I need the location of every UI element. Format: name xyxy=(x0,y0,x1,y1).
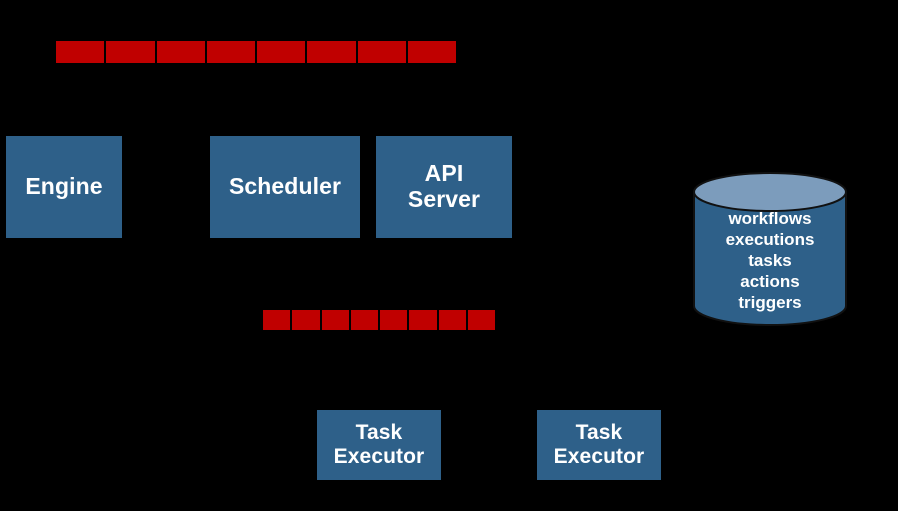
queue-segment xyxy=(409,310,437,330)
service-label-scheduler: Scheduler xyxy=(228,173,342,200)
service-label-engine: Engine xyxy=(25,173,103,200)
service-box-task-executor-2[interactable]: Task Executor xyxy=(537,410,661,480)
message-queue-top xyxy=(56,41,456,63)
queue-segment xyxy=(156,41,205,63)
queue-segment xyxy=(380,310,408,330)
queue-segment xyxy=(350,310,378,330)
service-label-task-executor-2: Task Executor xyxy=(553,421,645,468)
queue-segment xyxy=(438,310,466,330)
queue-segment xyxy=(56,41,105,63)
service-box-task-executor-1[interactable]: Task Executor xyxy=(317,410,441,480)
service-box-api-server[interactable]: API Server xyxy=(376,136,512,238)
database-icon xyxy=(693,172,847,326)
queue-segment xyxy=(206,41,255,63)
service-label-api-server: API Server xyxy=(407,160,481,212)
queue-segment xyxy=(263,310,291,330)
queue-segment xyxy=(357,41,406,63)
service-label-task-executor-1: Task Executor xyxy=(333,421,425,468)
queue-segment xyxy=(467,310,495,330)
queue-segment xyxy=(407,41,456,63)
message-queue-bottom xyxy=(263,310,495,330)
database-cylinder[interactable]: workflows executions tasks actions trigg… xyxy=(693,172,847,326)
queue-segment xyxy=(321,310,349,330)
service-box-scheduler[interactable]: Scheduler xyxy=(210,136,360,238)
service-box-engine[interactable]: Engine xyxy=(6,136,122,238)
queue-segment xyxy=(257,41,306,63)
queue-segment xyxy=(292,310,320,330)
queue-segment xyxy=(307,41,356,63)
queue-segment xyxy=(106,41,155,63)
